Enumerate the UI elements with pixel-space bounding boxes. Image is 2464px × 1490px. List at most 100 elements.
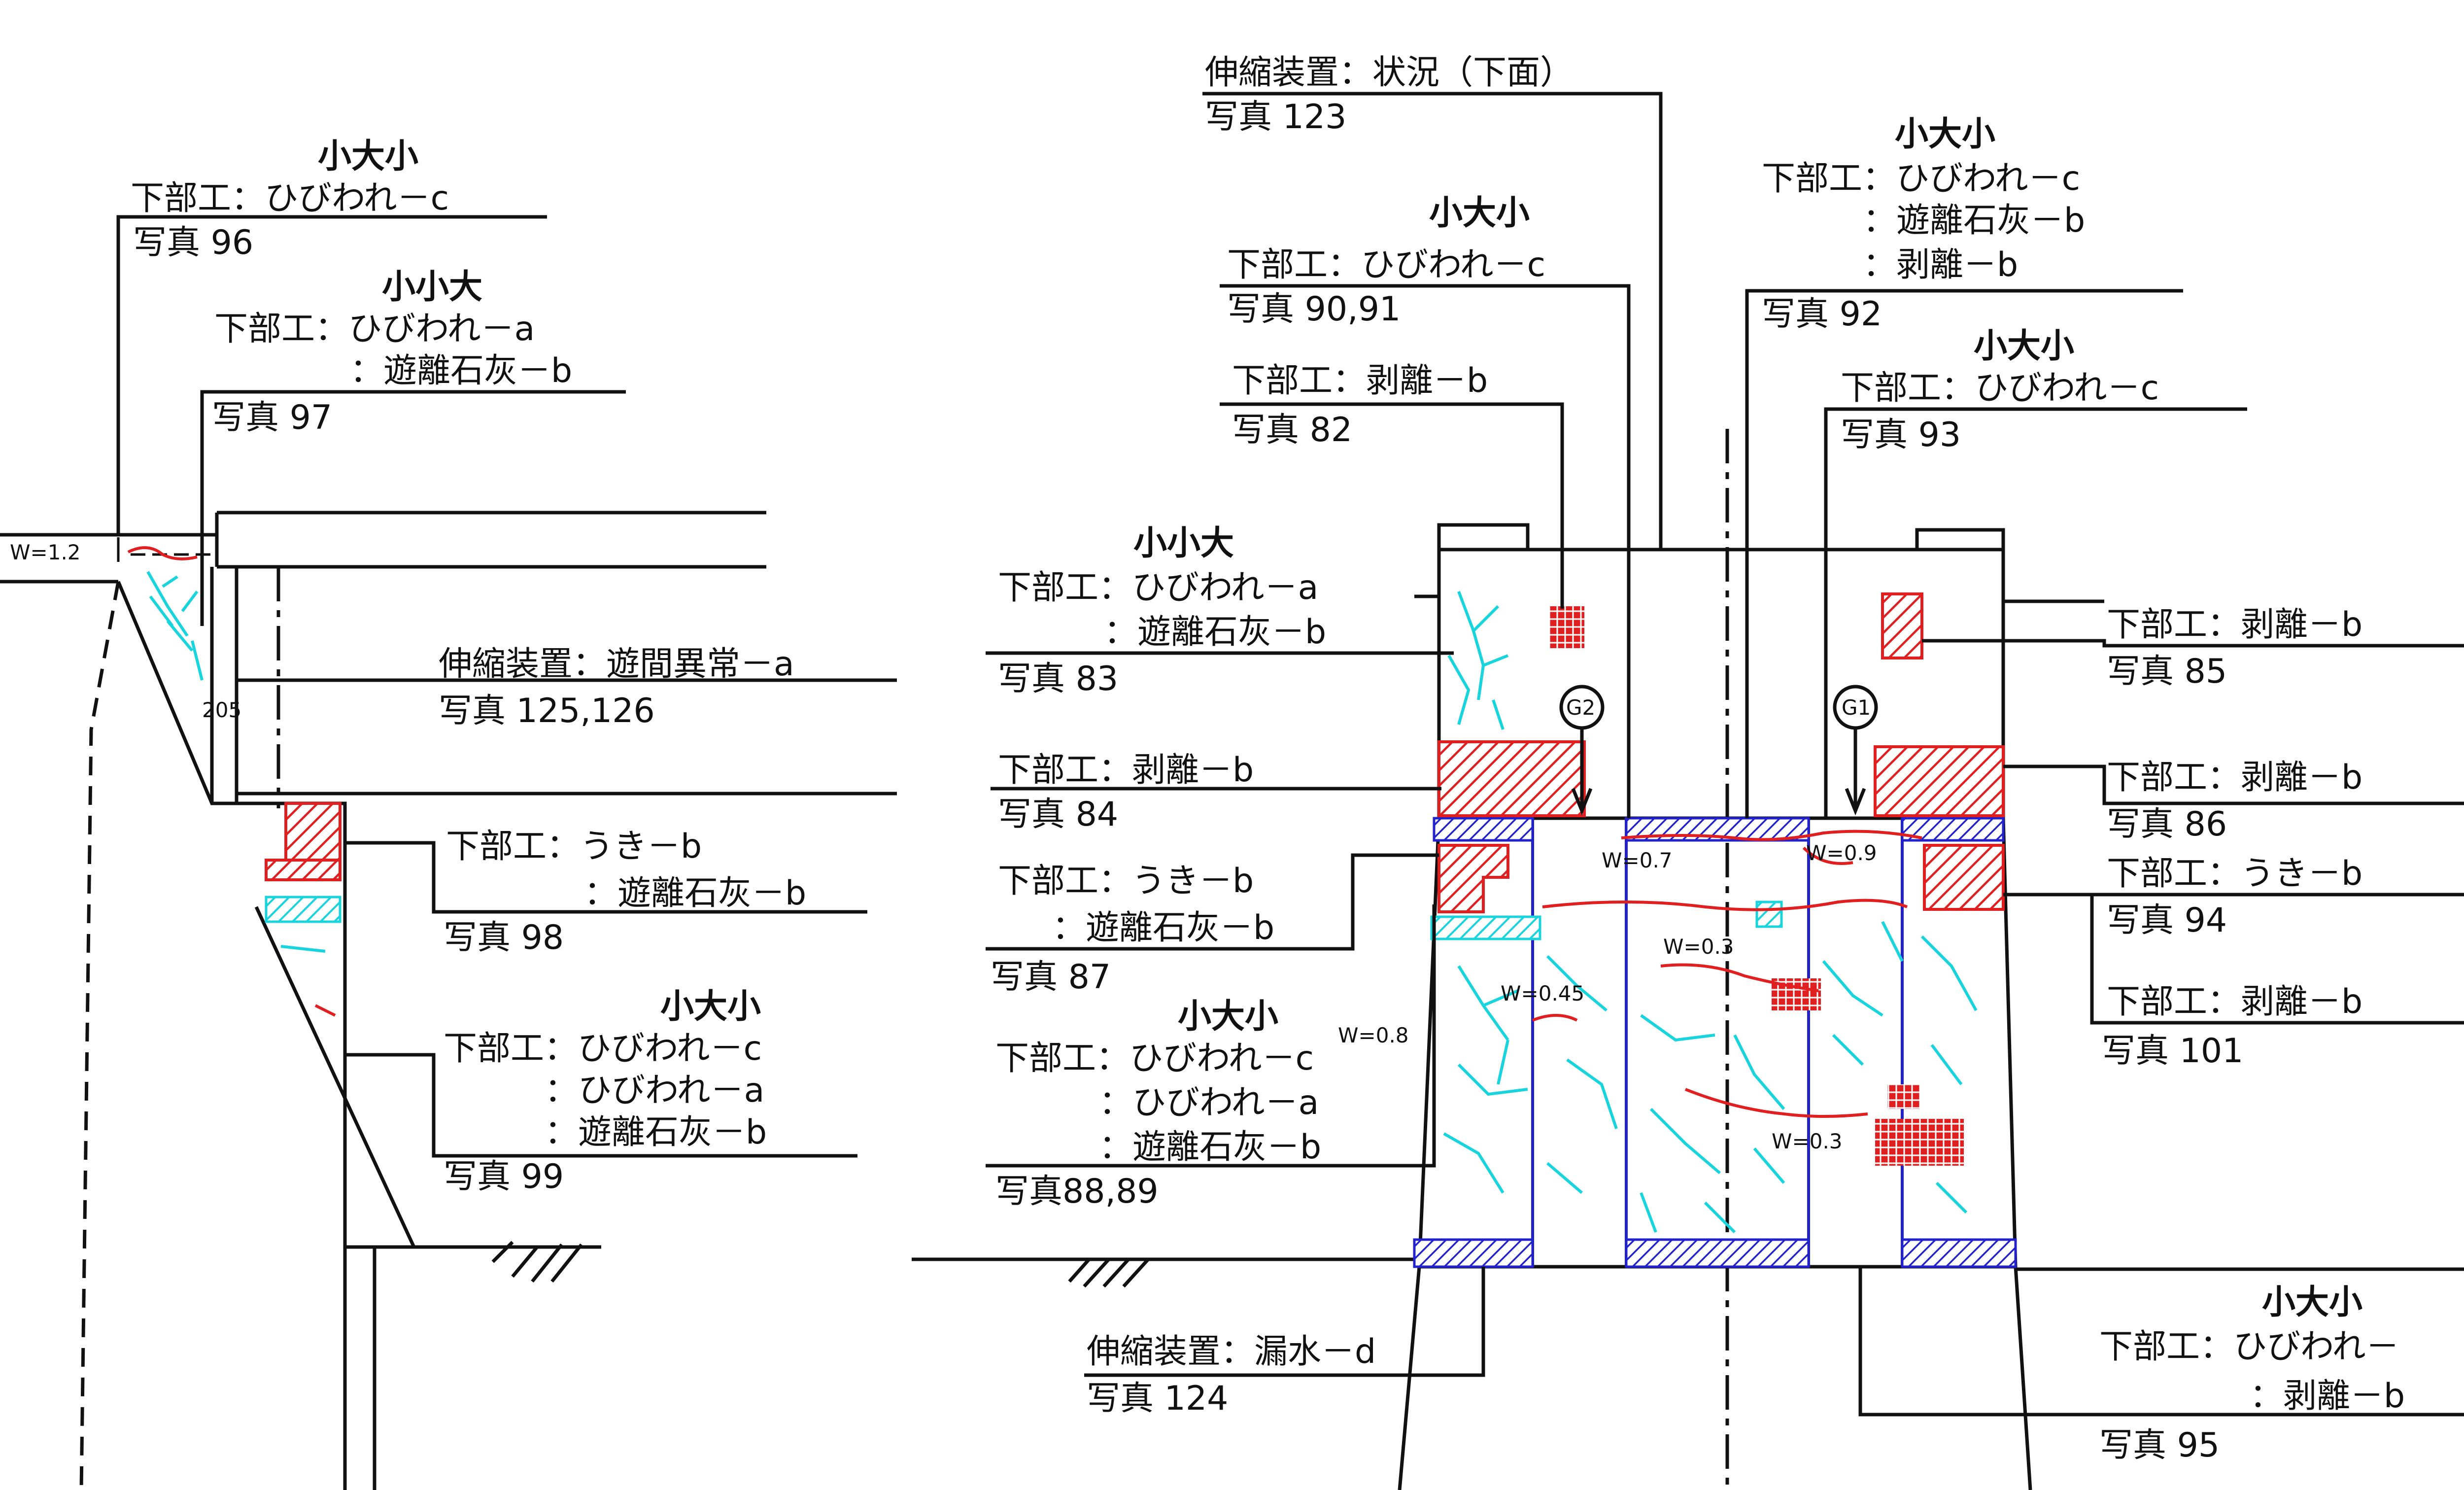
- efflorescence-crack: [146, 571, 204, 681]
- note-line: 伸縮装置：状況（下面）: [1205, 53, 1574, 92]
- note-line: ：剥離－b: [2250, 1377, 2405, 1416]
- size-tag: 小大小: [1974, 327, 2074, 366]
- photo-ref: 写真 95: [2099, 1426, 2220, 1465]
- photo-ref: 写真 82: [1232, 411, 1352, 450]
- photo-ref: 写真 96: [133, 223, 253, 262]
- leader-95: [1858, 1267, 2464, 1417]
- uki-damage: [284, 802, 342, 862]
- note-line: ：ひびわれ－a: [545, 1071, 764, 1110]
- note-line: 下部工：剥離－b: [998, 751, 1254, 790]
- note-line: ：剥離－b: [1863, 245, 2018, 284]
- abutment-wall: [210, 567, 239, 803]
- note-line: ：遊離石灰－b: [350, 351, 572, 390]
- leader-124: [1084, 1267, 1485, 1377]
- note-line: ：ひびわれ－a: [1099, 1083, 1319, 1122]
- note-line: 下部工：うき－b: [998, 862, 1254, 901]
- photo-ref: 写真 90,91: [1227, 290, 1401, 329]
- note-line: 下部工：ひびわれ－c: [444, 1029, 762, 1068]
- note-line: 下部工：ひびわれ－c: [995, 1039, 1314, 1078]
- note-line: 下部工：剥離－b: [1232, 361, 1488, 400]
- crack-width-label: W=0.9: [1806, 841, 1877, 865]
- efflorescence-patch: [265, 896, 342, 923]
- bearing-seat: [1437, 523, 2005, 550]
- note-line: 下部工：ひびわれ－c: [1762, 159, 2080, 198]
- leader-123: [1202, 92, 1663, 550]
- leader-96: [116, 215, 547, 535]
- leader-82: [1220, 402, 1564, 609]
- note-line: ：遊離石灰－b: [1104, 613, 1326, 652]
- note-line: 下部工：うき－b: [2107, 854, 2362, 893]
- leader-99: [345, 1053, 857, 1158]
- crack-width-label: W=1.2: [10, 540, 81, 564]
- dashed-earth-line: [79, 581, 120, 1490]
- photo-ref: 写真 123: [1205, 98, 1346, 137]
- peeling-damage-84: [1437, 740, 1586, 817]
- note-line: ：遊離石灰－b: [1863, 201, 2085, 240]
- note-line: 下部工：うき－b: [446, 827, 702, 866]
- crack-red: [1621, 830, 1922, 841]
- photo-ref: 写真 92: [1762, 295, 1882, 334]
- size-tag: 小大小: [1429, 194, 1530, 233]
- crack-width-label: W=0.3: [1663, 935, 1734, 959]
- note-line: ：遊離石灰－b: [545, 1113, 767, 1152]
- leader-92: [1745, 289, 2183, 818]
- g2-label: G2: [1566, 695, 1595, 720]
- leader-83: [986, 594, 1454, 655]
- note-line: 下部工：ひびわれ－a: [214, 310, 535, 348]
- photo-ref: 写真 101: [2102, 1032, 2243, 1071]
- crack-width-label: W=0.7: [1602, 848, 1673, 872]
- leader-101: [2090, 895, 2464, 1025]
- size-tag: 小大小: [2262, 1283, 2362, 1322]
- size-tag: 小大小: [318, 137, 418, 176]
- uki-damage-87: [1437, 844, 1509, 913]
- photo-ref: 写真88,89: [995, 1172, 1159, 1211]
- note-line: 下部工：ひびわれ－a: [998, 568, 1318, 607]
- dimension-label: 205: [202, 698, 241, 722]
- crack-width-label: W=0.45: [1501, 981, 1584, 1005]
- note-line: 下部工：ひびわれ－c: [131, 179, 449, 218]
- photo-ref: 写真 124: [1087, 1379, 1228, 1418]
- deck-slab: [0, 511, 766, 584]
- peeling-damage-101: [1875, 1119, 1964, 1166]
- leader-97: [200, 390, 626, 626]
- right-front-view: G2 G1 W=0.7 W=0.9 W=0.3 W=0.45 W=0.8 W=0…: [912, 53, 2464, 1490]
- photo-ref: 写真 85: [2107, 652, 2227, 691]
- uki-damage-94: [1923, 844, 2005, 911]
- photo-ref: 写真 97: [212, 398, 332, 437]
- leader-98: [345, 841, 867, 914]
- note-line: 下部工：剥離－b: [2107, 758, 2362, 797]
- left-side-view: W=1.2 205 小大小 下部工：ひびわれ－c 写真 96 小小大 下部工：ひ…: [0, 137, 897, 1490]
- photo-ref: 写真 99: [444, 1157, 564, 1196]
- leader-86: [2003, 764, 2464, 805]
- ground-line: [912, 1257, 2464, 1271]
- photo-ref: 写真 93: [1841, 416, 1961, 454]
- size-tag: 小小大: [1133, 524, 1234, 563]
- photo-ref: 写真 94: [2107, 901, 2227, 940]
- peeling-damage-85: [1881, 592, 1923, 659]
- photo-ref: 写真 84: [998, 795, 1118, 834]
- crack-cyan: [1447, 590, 1509, 730]
- crack-width-label: W=0.8: [1338, 1023, 1409, 1047]
- note-line: 下部工：剥離－b: [2107, 605, 2362, 644]
- note-line: ：遊離石灰－b: [1099, 1128, 1321, 1167]
- ground-symbol: [1068, 1258, 1150, 1288]
- leader-90: [1220, 284, 1631, 818]
- size-tag: 小大小: [660, 987, 761, 1026]
- leader-93: [1824, 407, 2247, 818]
- g1-label: G1: [1842, 695, 1871, 720]
- crack-width-label: W=0.3: [1772, 1129, 1843, 1153]
- girder-lines: [1531, 818, 1904, 1267]
- note-line: 下部工：ひびわれ－c: [1841, 369, 2159, 408]
- photo-ref: 写真 86: [2107, 805, 2227, 844]
- note-line: 伸縮装置：漏水－d: [1087, 1332, 1376, 1371]
- ground-symbol: [491, 1241, 583, 1283]
- leader-88: [986, 904, 1436, 1168]
- peeling-damage-82: [1550, 606, 1584, 648]
- photo-ref: 写真 83: [998, 659, 1118, 698]
- photo-ref: 写真 98: [444, 918, 564, 957]
- note-line: 下部工：ひびわれ－c: [1227, 245, 1545, 284]
- peeling-damage-86: [1874, 745, 2005, 817]
- leader-87: [986, 853, 1439, 951]
- photo-ref: 写真 125,126: [439, 692, 655, 730]
